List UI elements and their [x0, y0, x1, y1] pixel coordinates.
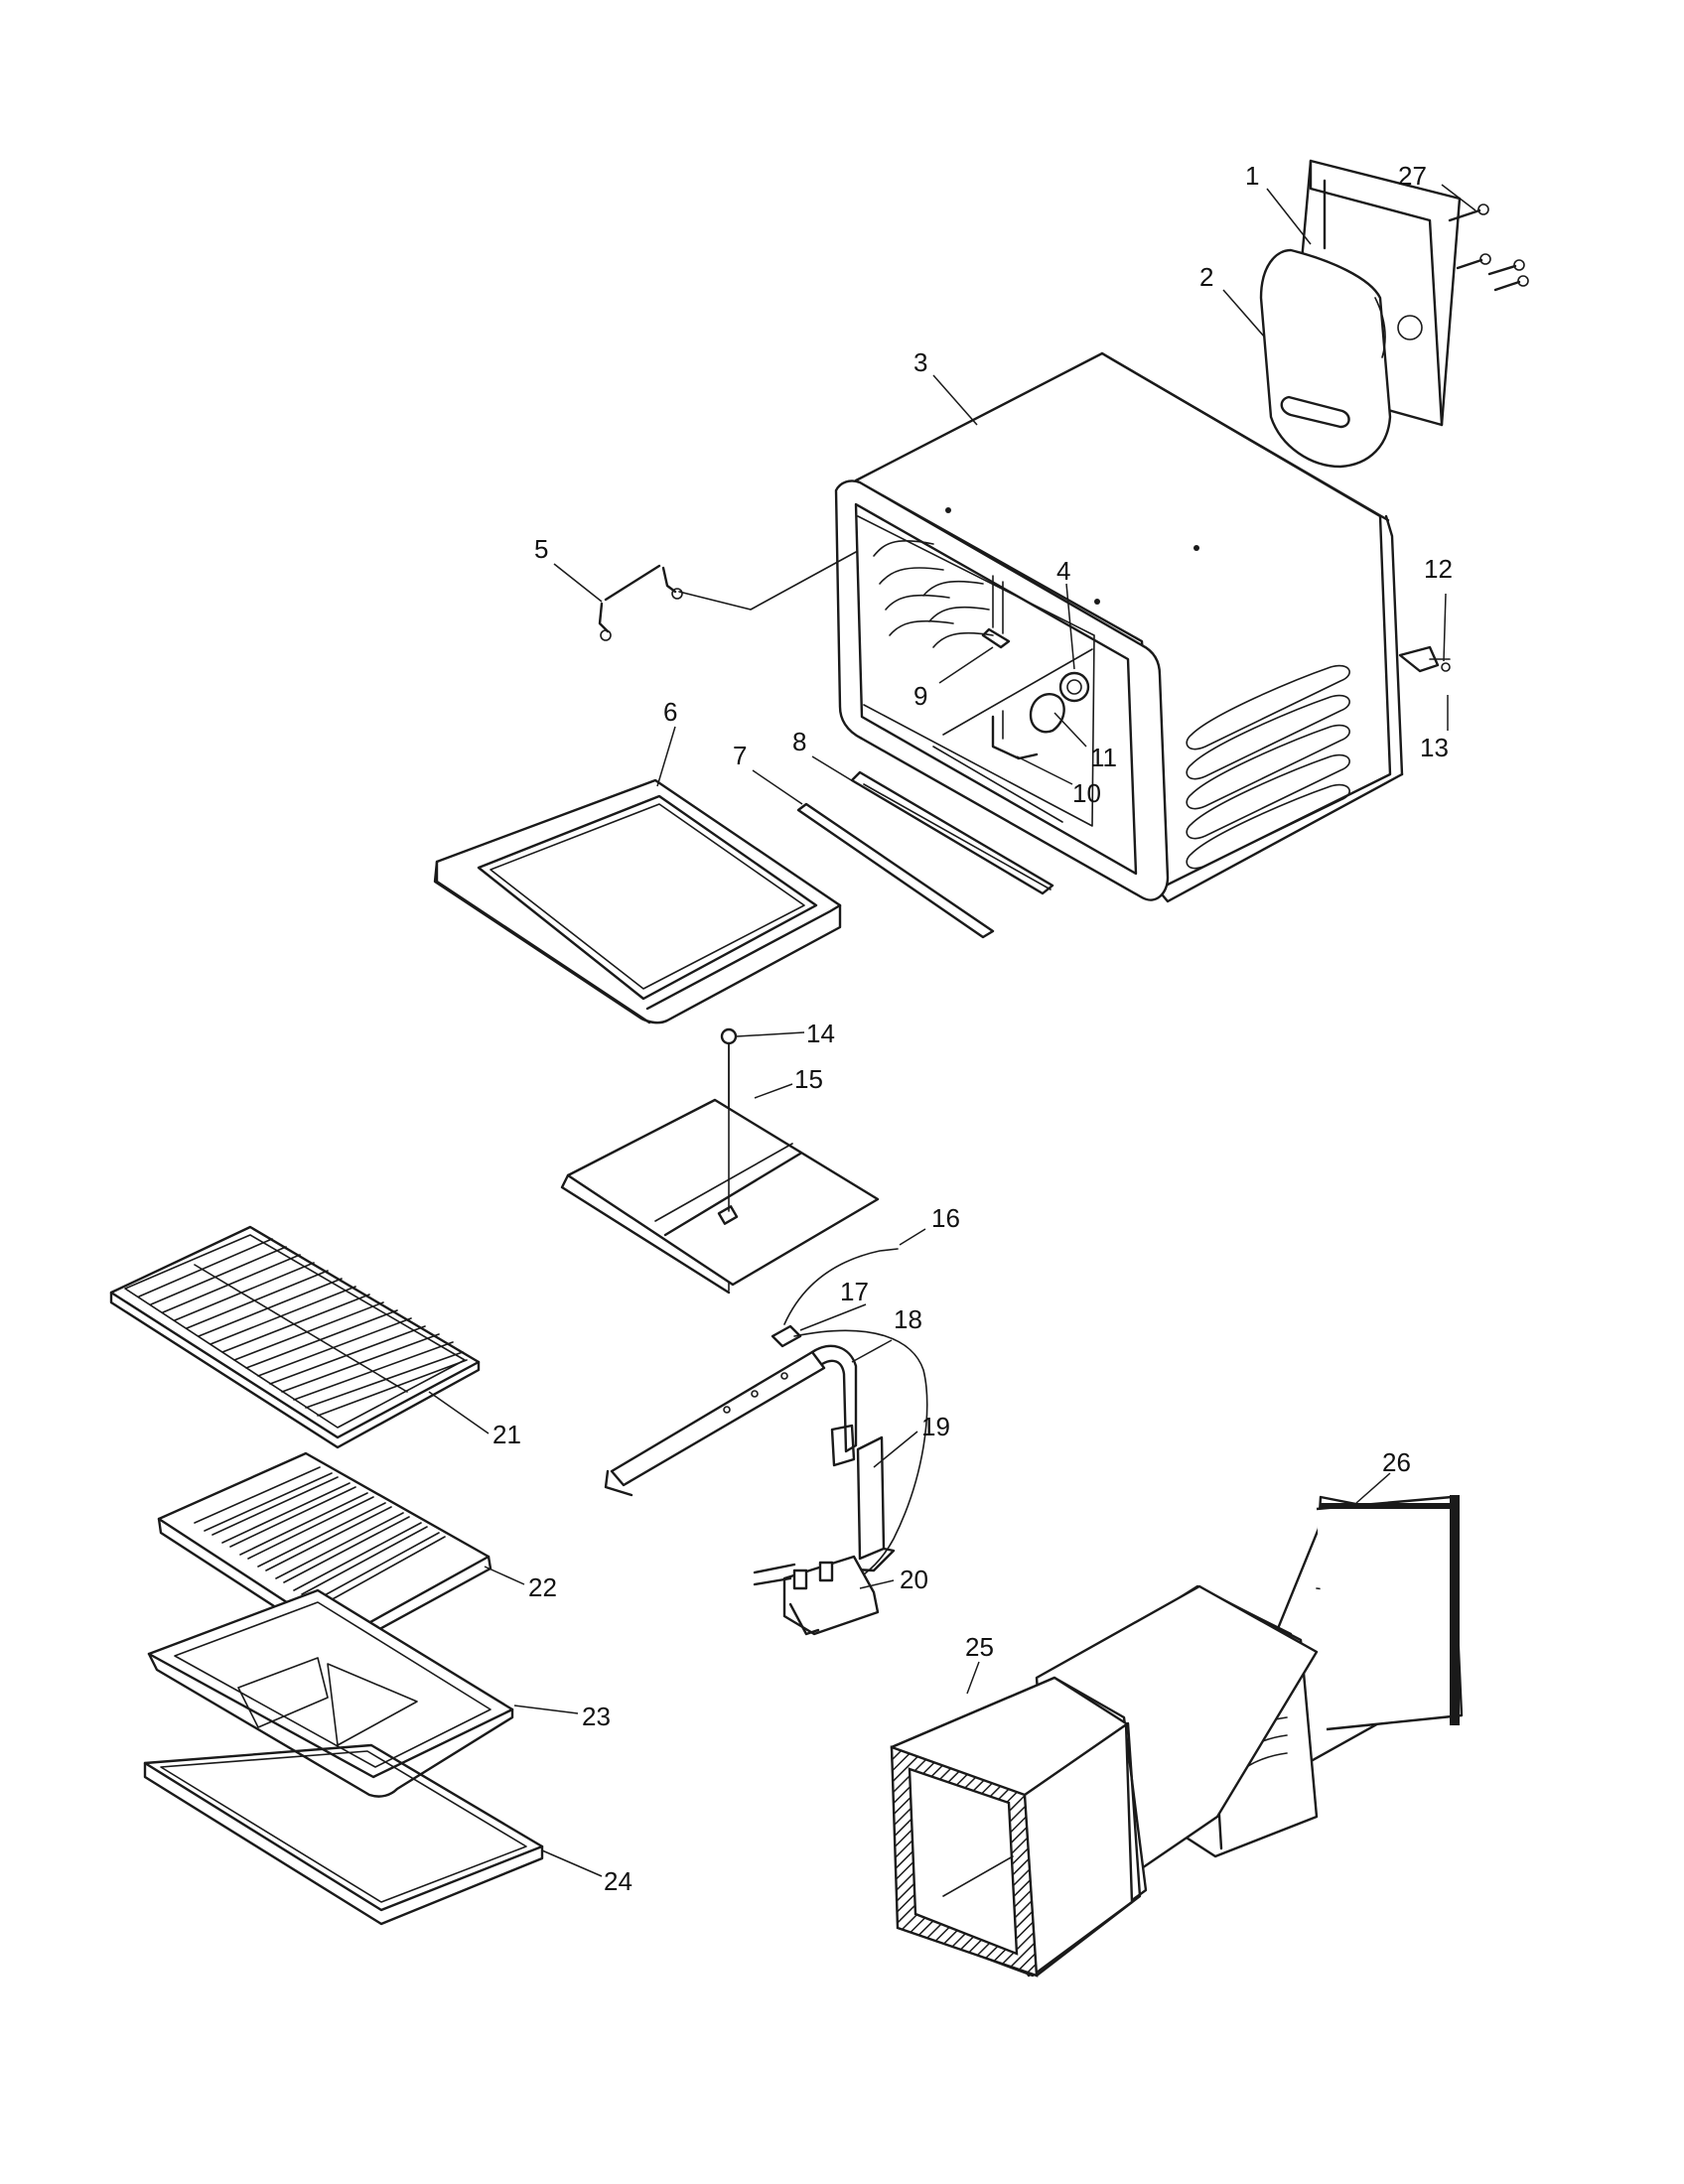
burner-assembly	[604, 1248, 928, 1589]
callout-6: 6	[663, 697, 677, 727]
callout-10: 10	[1072, 778, 1101, 808]
leader-lines	[428, 184, 1476, 1877]
back-panel-cover	[1259, 248, 1392, 469]
drip-tray	[143, 1743, 544, 1926]
callout-1: 1	[1245, 161, 1259, 191]
callout-21: 21	[492, 1420, 521, 1449]
oven-light-assembly	[991, 671, 1090, 760]
callout-27: 27	[1398, 161, 1427, 191]
callout-25: 25	[965, 1632, 994, 1662]
burner-baffle	[560, 1043, 880, 1295]
callout-14: 14	[806, 1019, 835, 1048]
callout-9: 9	[913, 681, 927, 711]
oven-cavity	[834, 351, 1404, 903]
screws	[1448, 204, 1529, 292]
callout-8: 8	[792, 727, 806, 756]
callout-19: 19	[921, 1412, 950, 1441]
gas-valve	[753, 1555, 880, 1636]
callout-2: 2	[1199, 262, 1213, 292]
callout-23: 23	[582, 1702, 611, 1731]
callout-22: 22	[528, 1572, 557, 1602]
rack-support	[981, 575, 1011, 649]
side-bracket	[1398, 645, 1451, 673]
callout-11: 11	[1090, 743, 1117, 772]
broiler-pan	[147, 1588, 514, 1798]
callout-15: 15	[794, 1064, 823, 1094]
callout-labels: 1 2 3 4 5 6 7 8 9 10 11 12 13 14 15 16 1…	[492, 161, 1453, 1896]
oven-rack	[109, 1225, 481, 1449]
callout-26: 26	[1382, 1447, 1411, 1477]
door-glass-frame	[433, 778, 842, 1024]
callout-13: 13	[1420, 733, 1449, 762]
trim-strips	[796, 770, 1054, 939]
callout-18: 18	[894, 1304, 922, 1334]
callout-3: 3	[913, 347, 927, 377]
callout-24: 24	[604, 1866, 632, 1896]
callout-16: 16	[931, 1203, 960, 1233]
callout-20: 20	[900, 1565, 928, 1594]
callout-4: 4	[1056, 556, 1070, 586]
callout-12: 12	[1424, 554, 1453, 584]
callout-7: 7	[733, 741, 747, 770]
callout-17: 17	[840, 1277, 869, 1306]
callout-5: 5	[534, 534, 548, 564]
clip	[598, 551, 857, 641]
oven-housing-sleeve	[890, 1495, 1464, 1978]
